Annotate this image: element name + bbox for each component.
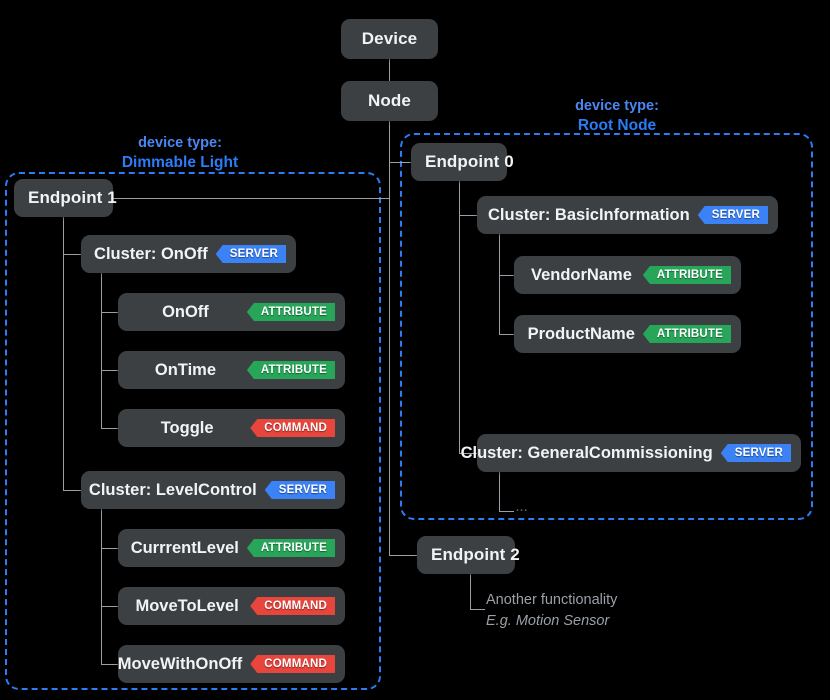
member-label: VendorName — [531, 265, 632, 284]
member-ontime-attribute[interactable]: OnTime ATTRIBUTE — [118, 351, 345, 389]
node-device[interactable]: Device — [341, 19, 438, 59]
member-label: Toggle — [160, 418, 214, 437]
node-endpoint2-label: Endpoint 2 — [431, 545, 520, 564]
badge-server: SERVER — [720, 444, 791, 462]
node-node[interactable]: Node — [341, 81, 438, 121]
cluster-levelcontrol-label: Cluster: LevelControl — [88, 480, 257, 499]
node-endpoint1[interactable]: Endpoint 1 — [14, 179, 117, 217]
connector-trunk-endpoint1 — [113, 198, 390, 199]
cluster-basicinformation[interactable]: Cluster: BasicInformation SERVER — [477, 196, 778, 234]
member-currentlevel-attribute[interactable]: CurrrentLevel ATTRIBUTE — [118, 529, 345, 567]
member-vendorname-attribute[interactable]: VendorName ATTRIBUTE — [514, 256, 741, 294]
connector-endpoint1-stem — [63, 216, 64, 490]
connector-endpoint2-stem — [470, 573, 471, 609]
node-node-label: Node — [368, 91, 411, 110]
badge-attribute: ATTRIBUTE — [642, 266, 731, 284]
member-label: OnOff — [162, 302, 209, 321]
badge-attribute: ATTRIBUTE — [246, 303, 335, 321]
member-productname-attribute[interactable]: ProductName ATTRIBUTE — [514, 315, 741, 353]
node-endpoint0[interactable]: Endpoint 0 — [411, 143, 514, 181]
generalcommissioning-more-ellipsis: ... — [516, 502, 529, 514]
connector-ontime-attr — [101, 370, 118, 371]
device-type-caption-dimmable-light: device type: Dimmable Light — [95, 134, 265, 172]
connector-generalcommissioning-more — [499, 511, 514, 512]
connector-generalcommissioning-stem — [499, 471, 500, 511]
badge-command: COMMAND — [250, 419, 335, 437]
member-label: CurrrentLevel — [130, 538, 239, 557]
node-device-label: Device — [361, 29, 418, 48]
connector-endpoint0-basicinfo — [459, 215, 477, 216]
connector-trunk-endpoint0 — [389, 162, 411, 163]
connector-vendorname — [499, 275, 514, 276]
cluster-onoff-label: Cluster: OnOff — [94, 244, 208, 263]
connector-endpoint1-levelcontrol — [63, 490, 81, 491]
badge-server: SERVER — [215, 245, 286, 263]
badge-server: SERVER — [264, 481, 335, 499]
device-type-prefix: device type: — [138, 135, 222, 151]
badge-command: COMMAND — [250, 655, 335, 673]
member-onoff-attribute[interactable]: OnOff ATTRIBUTE — [118, 293, 345, 331]
endpoint2-note: Another functionality E.g. Motion Sensor — [486, 590, 617, 632]
device-type-name: Root Node — [577, 117, 657, 134]
member-toggle-command[interactable]: Toggle COMMAND — [118, 409, 345, 447]
cluster-onoff[interactable]: Cluster: OnOff SERVER — [81, 235, 296, 273]
connector-levelcontrol-stem — [101, 508, 102, 664]
node-endpoint2[interactable]: Endpoint 2 — [417, 536, 520, 574]
node-endpoint0-label: Endpoint 0 — [425, 152, 514, 171]
connector-endpoint0-stem — [459, 180, 460, 453]
badge-server: SERVER — [697, 206, 768, 224]
connector-basicinfo-stem — [499, 233, 500, 334]
cluster-generalcommissioning[interactable]: Cluster: GeneralCommissioning SERVER — [461, 434, 801, 472]
connector-productname — [499, 334, 514, 335]
connector-movewithonoff — [101, 664, 118, 665]
badge-command: COMMAND — [250, 597, 335, 615]
member-label: OnTime — [154, 360, 217, 379]
connector-endpoint0-generalcommissioning — [459, 453, 477, 454]
cluster-levelcontrol[interactable]: Cluster: LevelControl SERVER — [81, 471, 345, 509]
connector-endpoint2-note — [470, 609, 485, 610]
cluster-basicinformation-label: Cluster: BasicInformation — [488, 205, 690, 224]
node-endpoint1-label: Endpoint 1 — [28, 188, 117, 207]
member-label: MoveWithOnOff — [117, 654, 243, 673]
device-type-prefix: device type: — [575, 98, 659, 114]
member-label: MoveToLevel — [135, 596, 239, 615]
badge-attribute: ATTRIBUTE — [246, 539, 335, 557]
endpoint2-note-line2: E.g. Motion Sensor — [486, 613, 610, 629]
member-label: ProductName — [527, 324, 635, 343]
connector-movetolevel — [101, 606, 118, 607]
endpoint2-note-line1: Another functionality — [486, 592, 618, 608]
badge-attribute: ATTRIBUTE — [642, 325, 731, 343]
connector-currentlevel — [101, 548, 118, 549]
cluster-generalcommissioning-label: Cluster: GeneralCommissioning — [460, 443, 713, 462]
connector-toggle-cmd — [101, 428, 118, 429]
connector-onoff-stem — [101, 272, 102, 428]
badge-attribute: ATTRIBUTE — [246, 361, 335, 379]
connector-node-trunk — [389, 121, 390, 555]
connector-endpoint1-onoff — [63, 254, 81, 255]
connector-onoff-attr — [101, 312, 118, 313]
member-movetolevel-command[interactable]: MoveToLevel COMMAND — [118, 587, 345, 625]
connector-trunk-endpoint2 — [389, 555, 417, 556]
member-movewithonoff-command[interactable]: MoveWithOnOff COMMAND — [118, 645, 345, 683]
connector-device-node — [389, 59, 390, 81]
device-type-caption-root-node: device type: Root Node — [532, 97, 702, 135]
device-type-name: Dimmable Light — [121, 154, 239, 171]
